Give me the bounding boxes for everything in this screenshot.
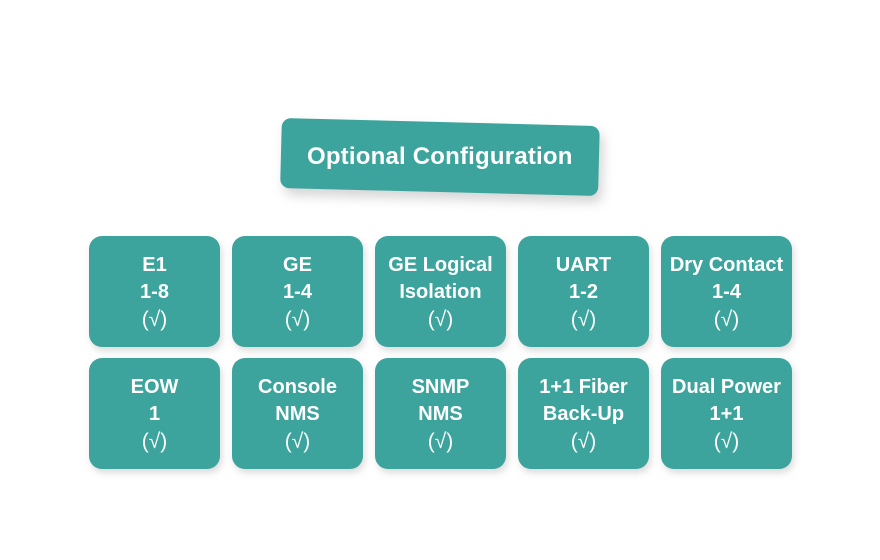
card-uart[interactable]: UART 1-2 (√) <box>518 236 649 347</box>
card-text-block: GE Logical Isolation (√) <box>375 252 506 334</box>
card-ge-logical-isolation[interactable]: GE Logical Isolation (√) <box>375 236 506 347</box>
card-title-line: Dual Power <box>672 375 781 398</box>
card-check-line: (√) <box>284 429 311 453</box>
card-row-2: EOW 1 (√) Console NMS (√) SNMP NMS (√) <box>89 358 792 469</box>
card-dry-contact[interactable]: Dry Contact 1-4 (√) <box>661 236 792 347</box>
card-text-block: Dry Contact 1-4 (√) <box>661 252 792 334</box>
card-detail-line: 1-4 <box>712 280 741 303</box>
card-detail-line: Back-Up <box>542 402 625 425</box>
card-check-line: (√) <box>713 429 740 453</box>
card-title-line: 1+1 Fiber <box>539 375 628 398</box>
card-snmp-nms[interactable]: SNMP NMS (√) <box>375 358 506 469</box>
card-text-block: 1+1 Fiber Back-Up (√) <box>518 374 649 456</box>
card-text-block: Console NMS (√) <box>232 374 363 456</box>
card-fiber-backup[interactable]: 1+1 Fiber Back-Up (√) <box>518 358 649 469</box>
card-title-line: E1 <box>142 253 167 276</box>
card-check-line: (√) <box>570 429 597 453</box>
card-dual-power[interactable]: Dual Power 1+1 (√) <box>661 358 792 469</box>
card-text-block: UART 1-2 (√) <box>518 252 649 334</box>
card-detail-line: 1-2 <box>569 280 598 303</box>
card-ge[interactable]: GE 1-4 (√) <box>232 236 363 347</box>
card-title-line: UART <box>555 253 612 276</box>
card-title-line: GE Logical <box>388 253 493 276</box>
card-check-line: (√) <box>141 429 168 453</box>
title-banner: Optional Configuration <box>280 118 600 197</box>
card-detail-line: NMS <box>275 402 320 425</box>
card-check-line: (√) <box>284 307 311 331</box>
card-title-line: GE <box>283 253 312 276</box>
card-title-line: SNMP <box>411 375 470 398</box>
card-text-block: GE 1-4 (√) <box>232 252 363 334</box>
card-text-block: EOW 1 (√) <box>89 374 220 456</box>
card-check-line: (√) <box>570 307 597 331</box>
configuration-card-grid: E1 1-8 (√) GE 1-4 (√) GE Logical Isolati… <box>89 236 792 469</box>
card-check-line: (√) <box>427 307 454 331</box>
card-e1[interactable]: E1 1-8 (√) <box>89 236 220 347</box>
card-row-1: E1 1-8 (√) GE 1-4 (√) GE Logical Isolati… <box>89 236 792 347</box>
title-banner-wrapper: Optional Configuration <box>280 112 601 198</box>
card-console-nms[interactable]: Console NMS (√) <box>232 358 363 469</box>
card-eow[interactable]: EOW 1 (√) <box>89 358 220 469</box>
card-title-line: Console <box>258 375 337 398</box>
card-text-block: SNMP NMS (√) <box>375 374 506 456</box>
card-text-block: E1 1-8 (√) <box>89 252 220 334</box>
card-detail-line: 1-8 <box>140 280 169 303</box>
card-title-line: EOW <box>130 375 179 398</box>
card-detail-line: 1-4 <box>283 280 312 303</box>
card-detail-line: 1+1 <box>709 402 744 425</box>
title-banner-label: Optional Configuration <box>307 143 573 171</box>
card-check-line: (√) <box>713 307 740 331</box>
card-check-line: (√) <box>427 429 454 453</box>
card-detail-line: 1 <box>148 402 161 425</box>
card-check-line: (√) <box>141 307 168 331</box>
card-title-line: Dry Contact <box>669 253 784 276</box>
card-text-block: Dual Power 1+1 (√) <box>661 374 792 456</box>
card-detail-line: Isolation <box>399 280 482 303</box>
card-detail-line: NMS <box>418 402 463 425</box>
